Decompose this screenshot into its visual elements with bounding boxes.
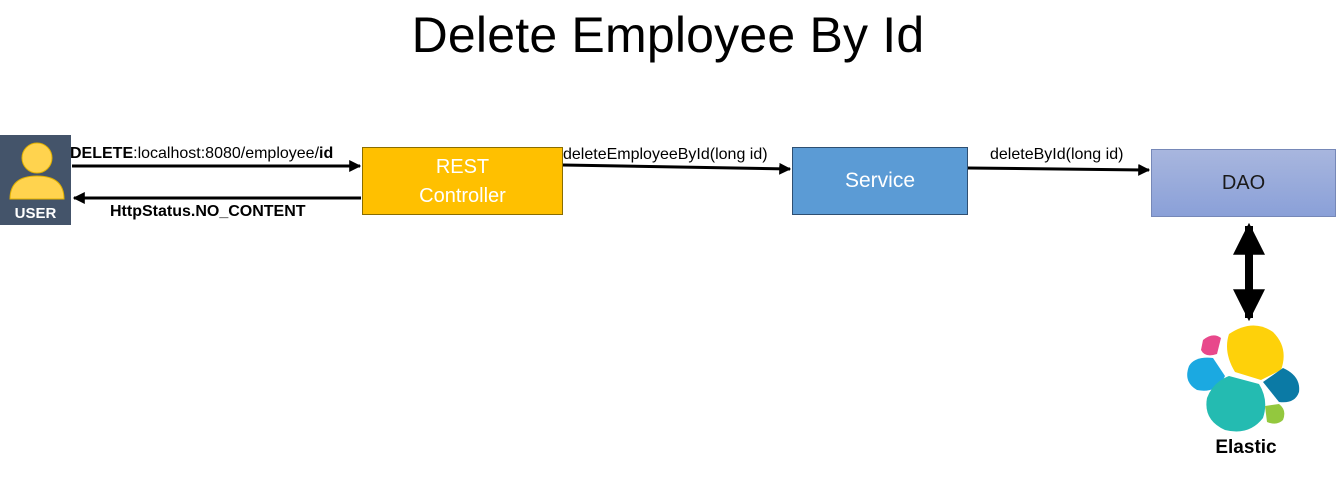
rest-controller-line1: REST (435, 156, 490, 178)
service-call-label: deleteEmployeeById(long id) (563, 146, 768, 163)
dao-call-label: deleteById(long id) (990, 146, 1124, 163)
rest-controller-box: REST Controller (362, 147, 563, 215)
dao-box: DAO (1151, 149, 1336, 217)
user-label: USER (14, 205, 57, 222)
dao-call-arrow (967, 163, 1151, 176)
service-call-arrow (562, 162, 792, 175)
request-path: :localhost:8080/employee/ (133, 145, 320, 162)
request-method: DELETE (70, 145, 134, 162)
service-box: Service (792, 147, 968, 215)
request-label: DELETE:localhost:8080/employee/id (70, 145, 333, 163)
request-param: id (319, 145, 334, 162)
diagram-title: Delete Employee By Id (411, 7, 925, 63)
rest-controller-line2: Controller (419, 185, 506, 207)
response-label: HttpStatus.NO_CONTENT (110, 203, 306, 220)
elastic-logo-icon (1187, 325, 1300, 432)
user-icon (0, 135, 71, 225)
elastic-label: Elastic (1215, 437, 1277, 458)
